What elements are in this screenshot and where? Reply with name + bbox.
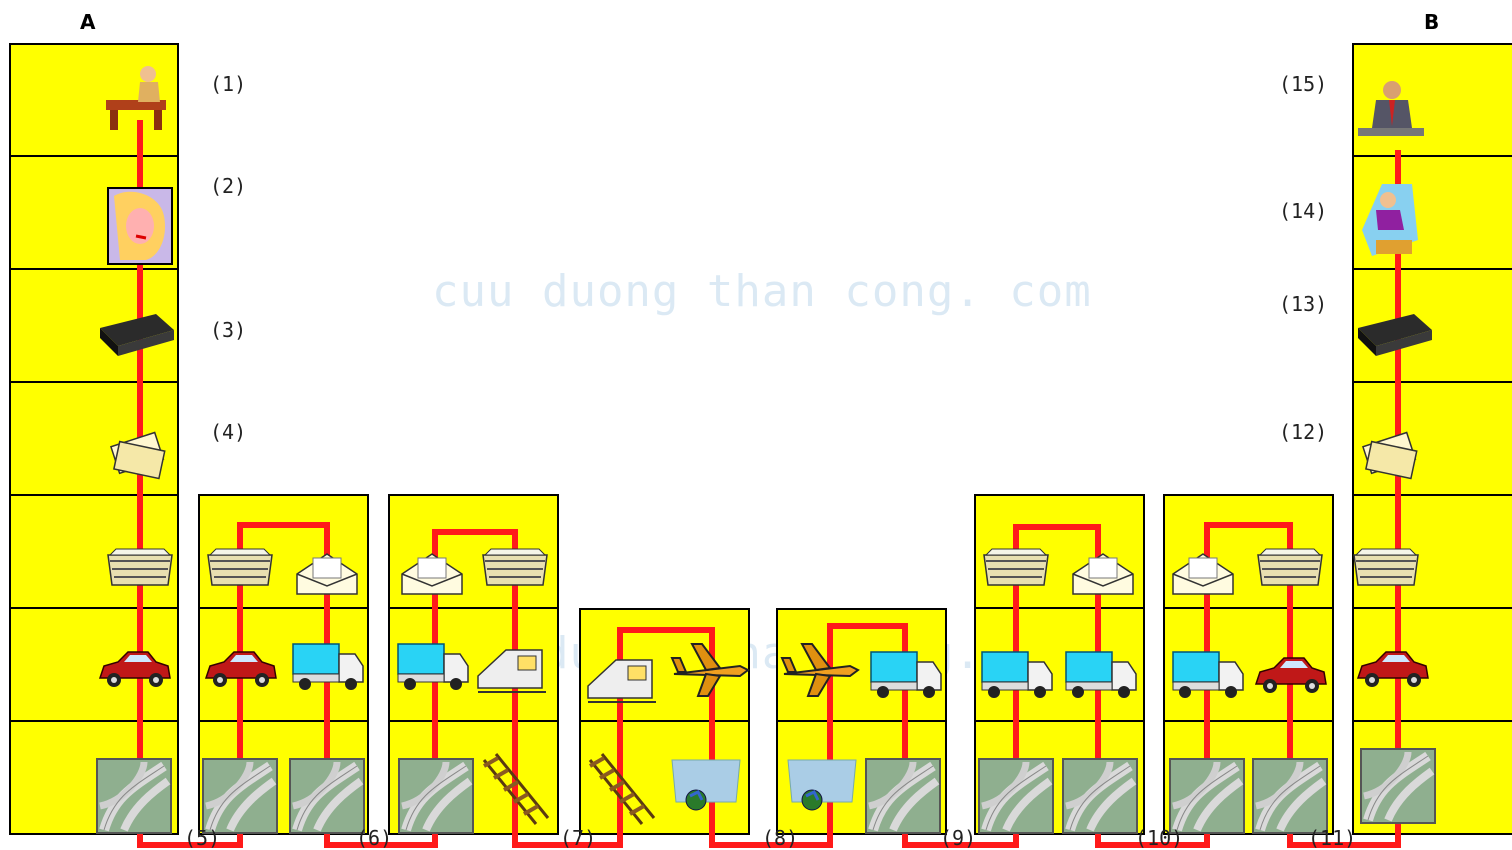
mail-tray-icon [984, 549, 1048, 585]
mail-tray-icon [208, 549, 272, 585]
mail-tray-icon [1354, 549, 1418, 585]
step-label-4: (4) [210, 420, 246, 444]
road-icon [290, 759, 364, 833]
step-label-8: (8) [762, 826, 798, 850]
message-path [140, 120, 1398, 845]
step-label-14: (14) [1279, 199, 1327, 223]
ocean-globe-icon [672, 760, 740, 810]
road-icon [399, 759, 473, 833]
step-label-9: (9) [940, 826, 976, 850]
step-label-3: (3) [210, 318, 246, 342]
mail-tray-icon [1258, 549, 1322, 585]
step-label-1: (1) [210, 72, 246, 96]
road-icon [1361, 749, 1435, 823]
mail-tray-icon [483, 549, 547, 585]
road-icon [97, 759, 171, 833]
road-icon [866, 759, 940, 833]
road-icon [203, 759, 277, 833]
step-label-7: (7) [560, 826, 596, 850]
road-icon [1170, 759, 1244, 833]
step-label-15: (15) [1279, 72, 1327, 96]
secretary-icon [108, 188, 172, 264]
step-label-6: (6) [356, 826, 392, 850]
step-label-2: (2) [210, 174, 246, 198]
stack-b [1353, 44, 1512, 834]
step-label-12: (12) [1279, 420, 1327, 444]
ocean-globe-icon [788, 760, 856, 810]
step-label-10: (10) [1135, 826, 1183, 850]
road-icon [1063, 759, 1137, 833]
road-icon [1253, 759, 1327, 833]
road-icon [979, 759, 1053, 833]
step-label-13: (13) [1279, 292, 1327, 316]
step-label-5: (5) [184, 826, 220, 850]
step-label-11: (11) [1308, 826, 1356, 850]
mail-tray-icon [108, 549, 172, 585]
